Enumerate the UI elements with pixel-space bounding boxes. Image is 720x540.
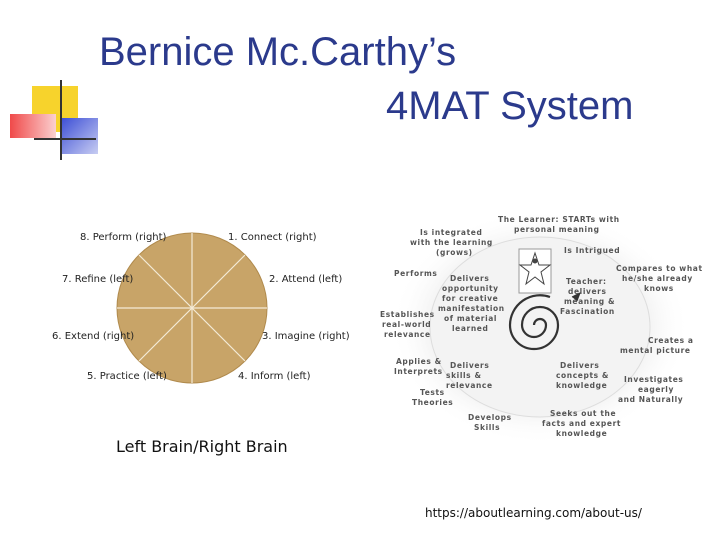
wheel-label-perform: 8. Perform (right) [80, 232, 167, 243]
decor-vertical-rule [60, 80, 62, 160]
source-url[interactable]: https://aboutlearning.com/about-us/ [425, 506, 642, 520]
phrase-intrigued: Is Intrigued [564, 246, 620, 255]
decor-red-bar [10, 114, 56, 138]
wheel-label-connect: 1. Connect (right) [228, 232, 317, 243]
star-figure-icon [519, 249, 551, 293]
wheel-label-inform: 4. Inform (left) [238, 371, 311, 382]
decor-blue-square [62, 118, 98, 154]
phrase-applies: Applies &Interprets [394, 357, 443, 376]
wheel-label-attend: 2. Attend (left) [269, 274, 342, 285]
4mat-wheel-diagram: 8. Perform (right) 1. Connect (right) 7.… [40, 222, 350, 392]
slide-title-line1: Bernice Mc.Carthy’s [99, 30, 456, 74]
phrase-performs: Performs [394, 269, 437, 278]
wheel-label-extend: 6. Extend (right) [52, 331, 134, 342]
wheel-label-practice: 5. Practice (left) [87, 371, 167, 382]
wheel-label-refine: 7. Refine (left) [62, 274, 133, 285]
decor-horizontal-rule [34, 138, 96, 140]
slide-title-line2: 4MAT System [386, 84, 633, 128]
wheel-label-imagine: 3. Imagine (right) [262, 331, 350, 342]
wheel-caption: Left Brain/Right Brain [116, 437, 288, 456]
